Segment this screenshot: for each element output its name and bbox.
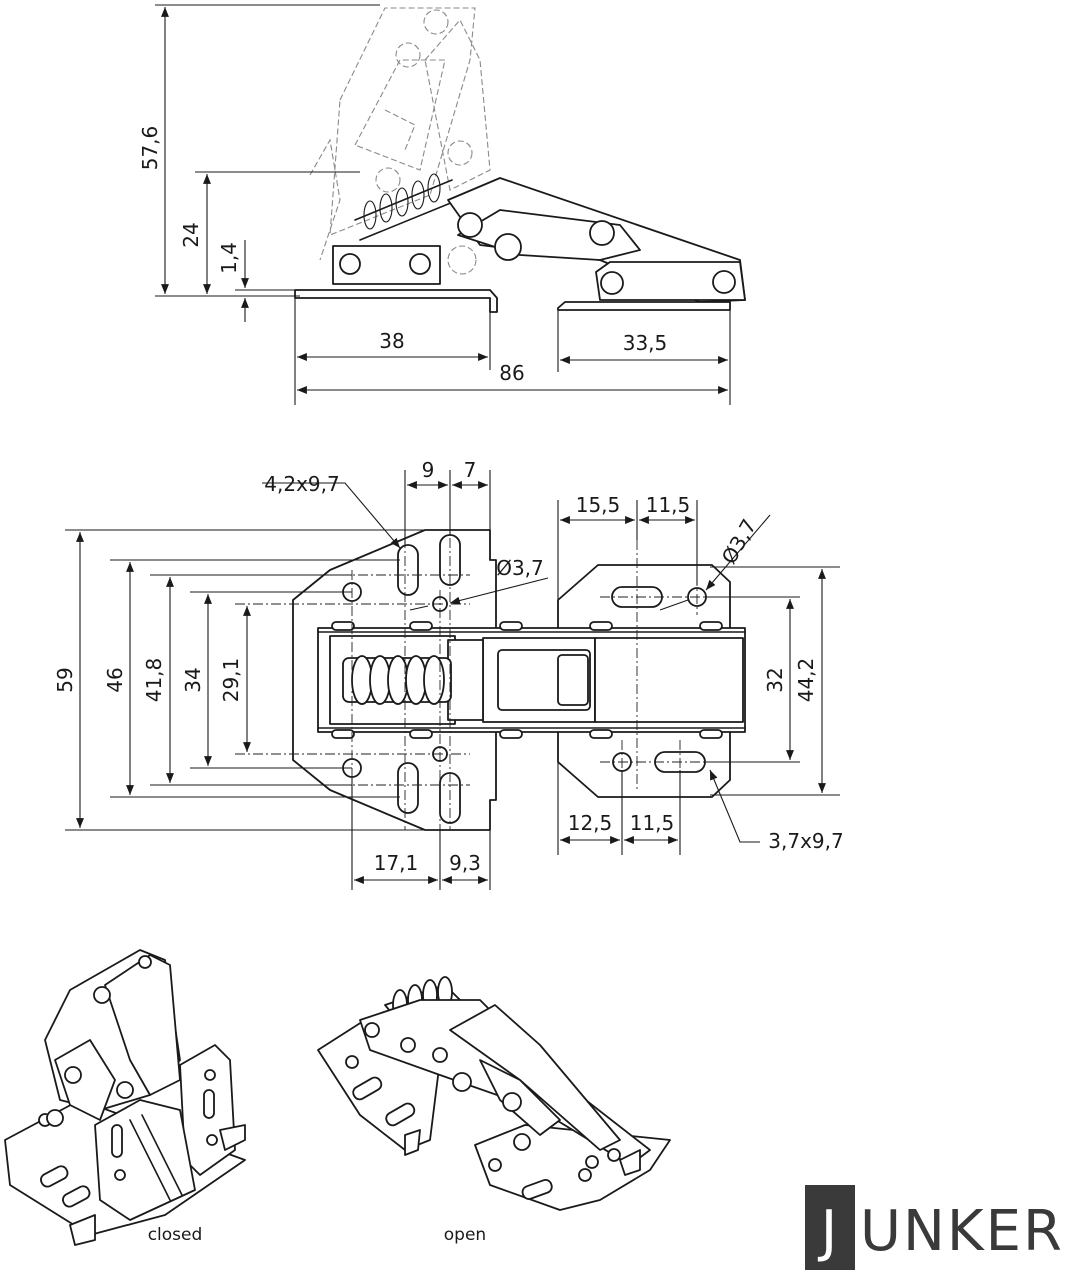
dim-59: 59 <box>53 667 77 692</box>
dim-15-5: 15,5 <box>576 493 621 517</box>
dim-33-5: 33,5 <box>623 331 668 355</box>
dim-9-3: 9,3 <box>449 851 481 875</box>
dim-slot-4-2x9-7: 4,2x9,7 <box>264 472 339 496</box>
logo-initial: J <box>818 1199 840 1264</box>
spring-top <box>342 655 452 705</box>
dim-57-6: 57,6 <box>138 126 162 171</box>
dim-17-1: 17,1 <box>374 851 419 875</box>
dim-24: 24 <box>179 222 203 247</box>
dim-41-8: 41,8 <box>142 658 166 703</box>
dim-1-4: 1,4 <box>217 242 241 274</box>
side-view: 57,6 24 1,4 38 33,5 86 <box>138 4 746 405</box>
caption-open: open <box>444 1225 486 1245</box>
caption-closed: closed <box>148 1225 203 1245</box>
spring <box>354 173 459 241</box>
dim-9: 9 <box>422 458 435 482</box>
dim-11-5-bottom: 11,5 <box>630 811 675 835</box>
dim-86: 86 <box>499 361 524 385</box>
logo-text: UNKER <box>860 1199 1064 1264</box>
dim-dia-3-7-left: Ø3,7 <box>496 556 544 580</box>
dim-29-1: 29,1 <box>219 658 243 703</box>
dim-slot-3-7x9-7: 3,7x9,7 <box>768 829 843 853</box>
open-hinge-illustration <box>317 976 671 1211</box>
dim-7: 7 <box>464 458 477 482</box>
dim-44-2: 44,2 <box>794 658 818 703</box>
dim-38: 38 <box>379 329 404 353</box>
dim-46: 46 <box>103 667 127 692</box>
junker-logo: J UNKER <box>805 1185 1064 1270</box>
dim-11-5-top: 11,5 <box>646 493 691 517</box>
dim-dia-3-7-right: Ø3,7 <box>717 515 762 568</box>
dim-32: 32 <box>763 667 787 692</box>
open-position-ghost <box>309 7 491 275</box>
logo-block <box>805 1185 855 1270</box>
dim-34: 34 <box>181 667 205 692</box>
closed-hinge-illustration <box>4 949 246 1246</box>
top-view: 9 7 4,2x9,7 15,5 11,5 Ø3,7 Ø3,7 59 46 41… <box>53 458 844 890</box>
dim-12-5: 12,5 <box>568 811 613 835</box>
